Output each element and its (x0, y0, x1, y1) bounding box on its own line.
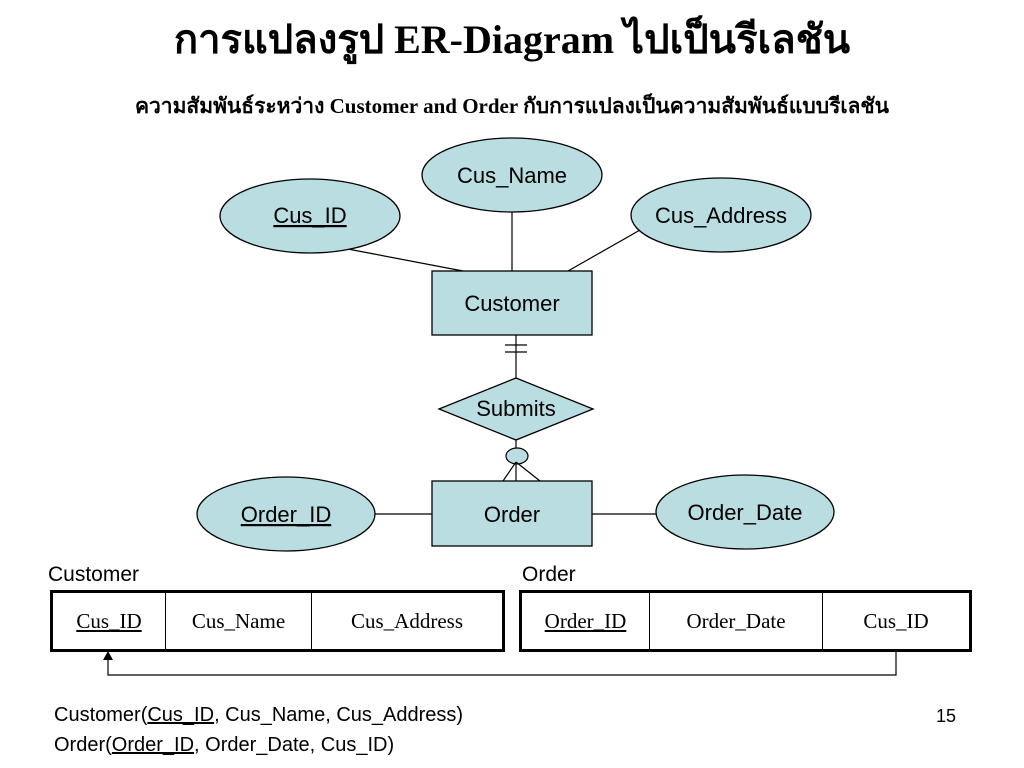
slide-title: การแปลงรูป ER-Diagram ไปเป็นรีเลชัน (173, 17, 851, 62)
foreign-key-arrowhead (103, 651, 113, 660)
table-row: Order_ID Order_Date Cus_ID (520, 591, 971, 651)
order-schema: Order(Order_ID, Order_Date, Cus_ID) (54, 730, 463, 760)
er-diagram: Cus_ID Cus_Name Cus_Address Order_ID Ord… (103, 137, 897, 676)
page-number: 15 (936, 706, 957, 726)
attribute-order-id-label: Order_ID (241, 502, 331, 527)
entity-order (431, 480, 593, 547)
schema-attributes: , Cus_Name, Cus_Address) (214, 704, 464, 726)
crow-foot-right (515, 461, 541, 482)
foreign-key-arrow (107, 651, 897, 676)
connector-cus-id (331, 245, 464, 272)
entity-customer (431, 270, 593, 336)
customer-col-cus-id: Cus_ID (51, 591, 166, 651)
attribute-cus-id-label: Cus_ID (273, 203, 346, 228)
order-col-cus-id: Cus_ID (822, 591, 971, 651)
entity-customer-label: Customer (464, 291, 559, 316)
cardinality-zero-circle (505, 447, 529, 465)
order-col-order-id: Order_ID (520, 591, 650, 651)
schema-primary-key: Cus_ID (147, 704, 215, 726)
connector-cus-address (567, 229, 641, 272)
entity-order-label: Order (484, 502, 540, 527)
customer-col-cus-address: Cus_Address (311, 591, 504, 651)
order-col-order-date: Order_Date (649, 591, 823, 651)
schema-name: Customer( (54, 704, 148, 726)
attribute-cus-name (421, 137, 603, 213)
attribute-order-date (655, 474, 835, 550)
schema-name: Order( (54, 734, 112, 756)
table-row: Cus_ID Cus_Name Cus_Address (51, 591, 504, 651)
customer-schema: Customer(Cus_ID, Cus_Name, Cus_Address) (54, 700, 463, 730)
order-table: Order_ID Order_Date Cus_ID (519, 590, 972, 652)
schema-primary-key: Order_ID (111, 734, 195, 756)
schema-attributes: , Order_Date, Cus_ID) (194, 734, 395, 756)
order-table-label: Order (522, 563, 576, 586)
attribute-cus-address (630, 177, 812, 253)
customer-table: Cus_ID Cus_Name Cus_Address (50, 590, 505, 652)
attribute-order-id (196, 476, 376, 552)
attribute-cus-address-label: Cus_Address (655, 203, 787, 228)
attribute-order-date-label: Order_Date (688, 500, 803, 525)
attribute-cus-name-label: Cus_Name (457, 163, 567, 188)
slide-subtitle: ความสัมพันธ์ระหว่าง Customer and Order ก… (134, 94, 890, 118)
customer-table-label: Customer (48, 563, 140, 586)
relation-schema: Customer(Cus_ID, Cus_Name, Cus_Address) … (54, 700, 463, 760)
customer-col-cus-name: Cus_Name (165, 591, 312, 651)
relationship-submits (437, 377, 595, 441)
relationship-submits-label: Submits (476, 396, 555, 421)
crow-foot-left (502, 461, 517, 482)
attribute-cus-id (219, 178, 401, 254)
